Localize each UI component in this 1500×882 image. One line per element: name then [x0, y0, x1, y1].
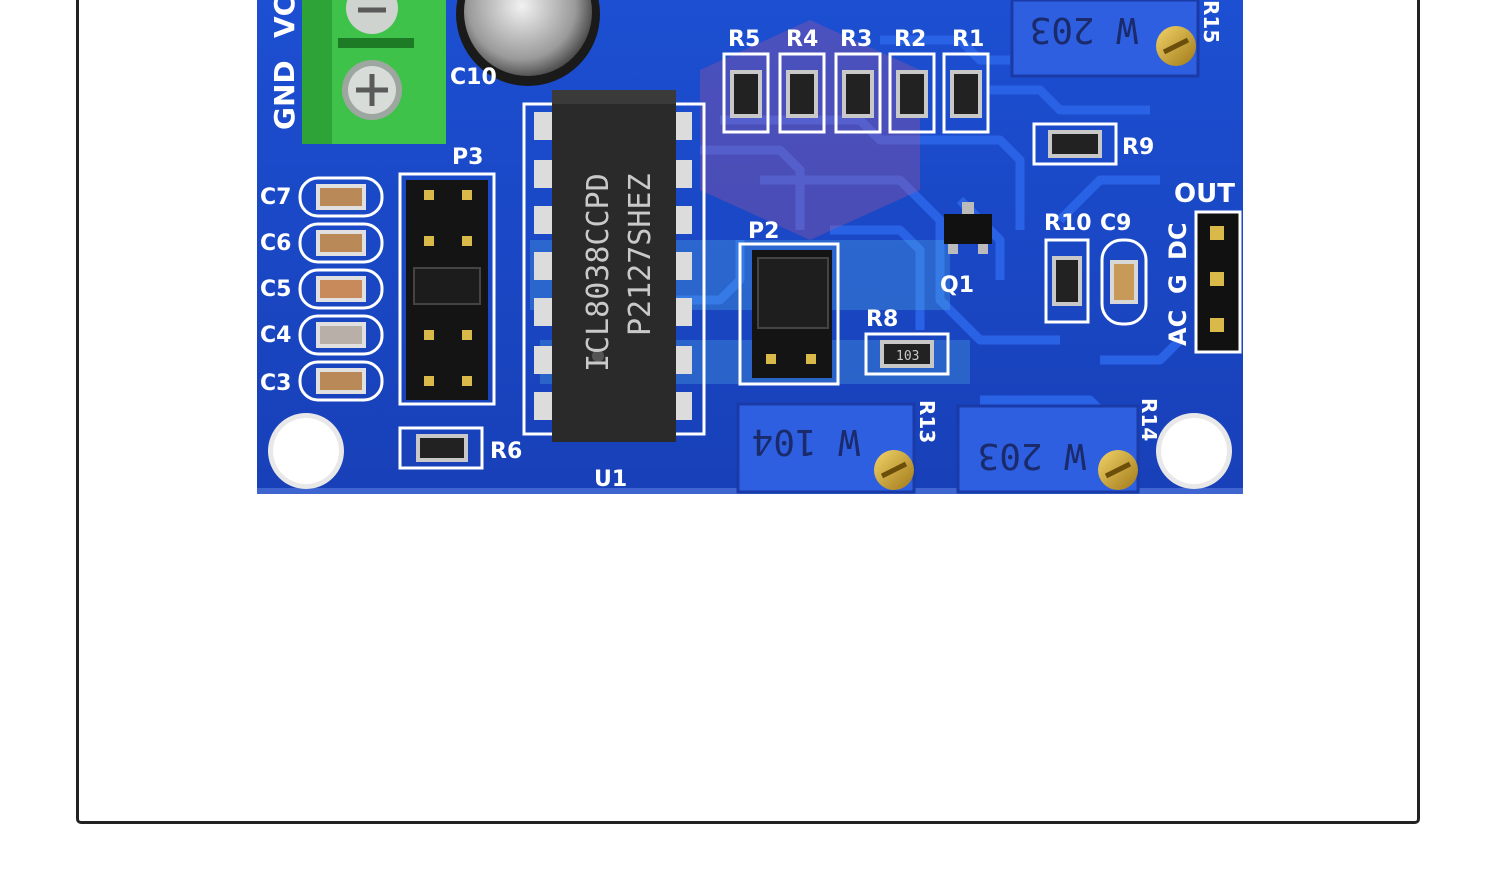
r13-label: R13: [915, 400, 939, 443]
c3-label: C3: [260, 371, 291, 396]
capacitor-c7: C7: [260, 176, 384, 218]
p3-label: P3: [452, 145, 483, 170]
output-header: OUT DC G AC: [1164, 179, 1242, 354]
out-label: OUT: [1174, 179, 1235, 209]
resistor-r1: R1: [942, 27, 990, 134]
c7-label: C7: [260, 185, 291, 210]
r13-value: W 104: [752, 421, 860, 462]
u1-label: U1: [594, 467, 627, 492]
vcc-label: VCC: [268, 0, 301, 38]
r10-label: R10: [1044, 211, 1092, 236]
out-pin-ac: AC: [1164, 310, 1192, 346]
c9-label: C9: [1100, 211, 1131, 236]
resistor-r4: R4: [778, 27, 826, 134]
q1-label: Q1: [940, 273, 974, 298]
out-pin-g: G: [1164, 274, 1192, 294]
r2-label: R2: [894, 27, 926, 52]
header-p3: P3: [398, 145, 496, 406]
ic-marking-line1: ICL8038CCPD: [581, 173, 616, 372]
r15-label: R15: [1199, 0, 1223, 43]
c4-label: C4: [260, 323, 291, 348]
c10-label: C10: [450, 65, 497, 90]
potentiometer-r13: W 104 R13: [736, 400, 939, 494]
screw-terminal: [302, 0, 446, 144]
r8-code: 103: [896, 349, 919, 364]
capacitor-c3: C3: [260, 360, 384, 402]
electrolytic-capacitor: C10: [450, 0, 600, 90]
r5-label: R5: [728, 27, 760, 52]
c5-label: C5: [260, 277, 291, 302]
resistor-r2: R2: [888, 27, 936, 134]
p2-label: P2: [748, 219, 779, 244]
gnd-label: GND: [268, 60, 301, 130]
resistor-r8: R8 103: [864, 307, 950, 376]
capacitor-column: C7 C6 C5 C4 C3: [260, 176, 384, 402]
r1-label: R1: [952, 27, 984, 52]
r9-label: R9: [1122, 135, 1154, 160]
r14-label: R14: [1137, 398, 1161, 441]
resistor-r9: R9: [1032, 122, 1154, 166]
resistor-r3: R3: [834, 27, 882, 134]
resistor-r10: R10: [1044, 211, 1092, 324]
capacitor-c4: C4: [260, 314, 384, 356]
ic-marking-line2: P2127SHEZ: [623, 173, 658, 336]
potentiometer-r15: W 203 R15: [1010, 0, 1223, 78]
capacitor-c6: C6: [260, 222, 384, 264]
header-p2: P2: [738, 219, 840, 386]
capacitor-c9: C9: [1100, 211, 1148, 326]
r4-label: R4: [786, 27, 818, 52]
capacitor-c5: C5: [260, 268, 384, 310]
resistor-r5: R5: [722, 27, 770, 134]
r3-label: R3: [840, 27, 872, 52]
c6-label: C6: [260, 231, 291, 256]
potentiometer-r14: W 203 R14: [956, 398, 1161, 494]
transistor-q1: Q1: [940, 202, 992, 298]
r14-value: W 203: [978, 435, 1086, 476]
image-frame: [76, 0, 1420, 824]
r15-value: W 203: [1030, 9, 1138, 50]
r8-label: R8: [866, 307, 898, 332]
resistor-r6: R6: [398, 426, 522, 470]
mounting-holes: [268, 413, 1232, 489]
resistor-row-top: R5 R4 R3 R2 R1: [722, 27, 990, 134]
r6-label: R6: [490, 439, 522, 464]
out-pin-dc: DC: [1164, 222, 1192, 260]
ic-u1: ICL8038CCPD P2127SHEZ U1: [522, 90, 706, 492]
